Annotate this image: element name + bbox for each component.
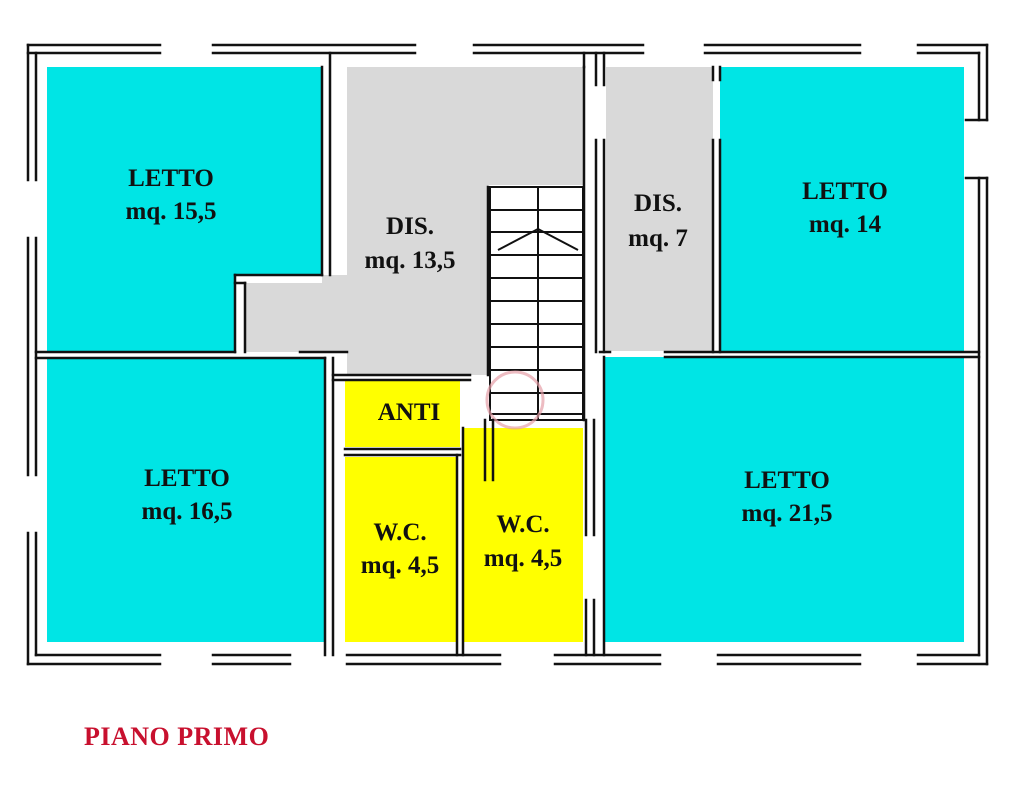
wc-left-name: W.C.	[373, 519, 426, 546]
dis-center-area: mq. 13,5	[365, 247, 456, 274]
letto-top-left-name: LETTO	[128, 165, 214, 192]
dis-right-area: mq. 7	[628, 225, 688, 252]
corridor-right-fill	[606, 67, 713, 351]
room-fills	[47, 67, 964, 642]
wc-right-area: mq. 4,5	[484, 545, 562, 572]
bedroom-top-left-fill	[47, 67, 322, 352]
outer-wall-right	[964, 43, 989, 666]
anti-name: ANTI	[378, 399, 441, 426]
letto-top-right-area: mq. 14	[809, 211, 882, 238]
letto-bottom-left-name: LETTO	[144, 465, 230, 492]
floor-title: PIANO PRIMO	[84, 722, 270, 751]
stair-outline	[489, 186, 584, 421]
watermark-seal	[485, 370, 545, 430]
anti-fill	[345, 381, 460, 447]
outer-wall-left	[26, 43, 38, 666]
bedroom-top-right-fill	[720, 67, 964, 351]
dis-right-name: DIS.	[634, 190, 682, 217]
letto-bottom-right-name: LETTO	[744, 467, 830, 494]
wc-right-fill	[463, 428, 583, 642]
interior-walls	[34, 51, 981, 657]
stair-treads	[490, 209, 583, 415]
outer-wall-bottom	[26, 653, 989, 666]
dis-center-name: DIS.	[386, 213, 434, 240]
wc-left-fill	[345, 457, 456, 642]
staircase	[485, 186, 584, 430]
bedroom-bottom-left-fill	[47, 357, 325, 642]
wc-left-area: mq. 4,5	[361, 552, 439, 579]
bedroom-bottom-right-fill	[604, 357, 964, 642]
outer-wall-top	[26, 43, 989, 55]
walls	[26, 43, 989, 666]
letto-top-left-area: mq. 15,5	[126, 198, 217, 225]
corridor-center-fill	[245, 67, 584, 375]
letto-bottom-right-area: mq. 21,5	[742, 500, 833, 527]
stair-arrow	[497, 227, 579, 251]
letto-top-right-name: LETTO	[802, 178, 888, 205]
room-labels: LETTO mq. 15,5 DIS. mq. 13,5 DIS. mq. 7 …	[126, 165, 888, 579]
letto-bottom-left-area: mq. 16,5	[142, 498, 233, 525]
wc-right-name: W.C.	[496, 511, 549, 538]
